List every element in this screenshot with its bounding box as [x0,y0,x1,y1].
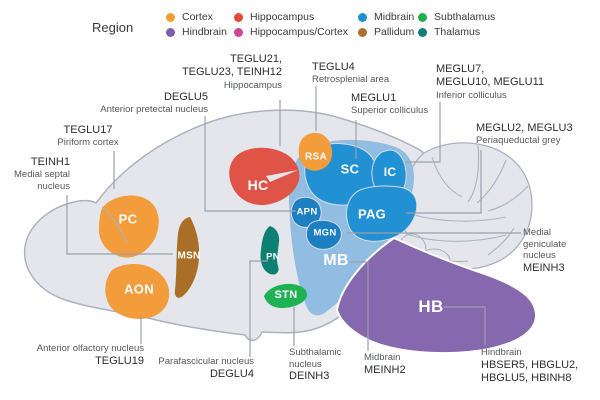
legend-item-midbrain: Midbrain [358,11,414,23]
region-aon [105,264,170,319]
hindbrain-swatch-icon [166,27,175,37]
legend-item-cortex: Cortex [166,11,213,23]
region-rsa [298,132,333,171]
annotation-teglu4-retrosplenial: TEGLU4 Retrosplenial area [312,61,390,86]
thalamus-swatch-icon [418,27,427,37]
region-label-pn: PN [266,251,280,263]
legend-item-thalamus: Thalamus [418,26,480,38]
region-label-sc: SC [340,161,360,177]
region-label-mb: MB [323,252,349,269]
annotation-connectors [66,86,521,357]
region-pn [260,226,280,275]
connector-pag [406,150,482,214]
region-stn [264,283,308,308]
annotation-deglu4-parafascicular: Parafascicular nucleus DEGLU4 [158,356,254,380]
rhinal-fissure-line [101,206,128,244]
region-label-pag: PAG [357,206,387,222]
legend-item-hippocampus-cortex: Hippocampus/Cortex [234,26,348,38]
region-label-hb: HB [418,297,444,316]
annotation-hindbrain-clusters: Hindbrain HBSER5, HBGLU2, HBGLU5, HBINH8 [481,347,579,384]
pallidum-swatch-icon [358,27,367,37]
connector-mb [350,261,369,351]
annotation-teglu19-anterior-olfactory: Anterior olfactory nucleus TEGLU19 [36,343,144,367]
connector-msn [66,195,173,255]
legend-item-subthalamus: Subthalamus [418,11,495,23]
region-mgn [305,219,342,250]
region-pag [346,185,418,242]
region-msn [174,217,200,298]
annotation-meglu1-superior-colliculus: MEGLU1 Superior colliculus [351,92,429,117]
annotation-meinh2-midbrain: Midbrain MEINH2 [364,352,406,376]
hc-notch [266,170,298,182]
annotation-teglu21-hippocampus: TEGLU21, TEGLU23, TEINH12 Hippocampus [181,53,282,91]
annotation-teglu17-piriform: TEGLU17 Piriform cortex [57,124,119,149]
connector-apn [204,116,296,212]
hippocampus-swatch-icon [234,12,243,22]
annotation-meglu7-inferior-colliculus: MEGLU7, MEGLU10, MEGLU11 Inferior collic… [436,63,545,101]
legend-item-hippocampus: Hippocampus [234,11,314,23]
cortex-swatch-icon [166,12,175,22]
legend-item-hindbrain: Hindbrain [166,26,227,38]
connector-pn [249,260,268,357]
region-label-apn: APN [296,206,318,218]
region-label-rsa: RSA [304,151,328,163]
region-hb [335,236,537,355]
legend-item-pallidum: Pallidum [358,26,414,38]
annotation-teinh1-medial-septal: TEINH1 Medial septal nucleus [14,156,70,192]
legend-title: Region [92,20,134,35]
region-pc [98,195,159,258]
annotation-deinh3-subthalamic: Subthalamic nucleus DEINH3 [289,347,342,383]
midbrain-swatch-icon [358,12,367,22]
region-label-msn: MSN [177,250,201,262]
subthalamus-swatch-icon [418,12,427,22]
annotation-deglu5-anterior-pretectal: DEGLU5 Anterior pretectal nucleus [100,91,208,116]
region-label-ic: IC [383,165,397,179]
region-label-hc: HC [247,177,269,193]
region-label-aon: AON [124,281,154,297]
region-label-mgn: MGN [313,227,337,239]
region-label-pc: PC [118,211,138,227]
hippocampus-cortex-swatch-icon [234,27,243,37]
annotation-meglu2-periaqueductal: MEGLU2, MEGLU3 Periaqueductal grey [476,122,573,147]
region-hc [229,147,300,206]
connector-hb [444,306,486,345]
connector-ic [405,102,441,163]
annotation-meinh3-medial-geniculate: Medial geniculate nucleus MEINH3 [523,227,567,274]
region-label-stn: STN [274,289,298,301]
